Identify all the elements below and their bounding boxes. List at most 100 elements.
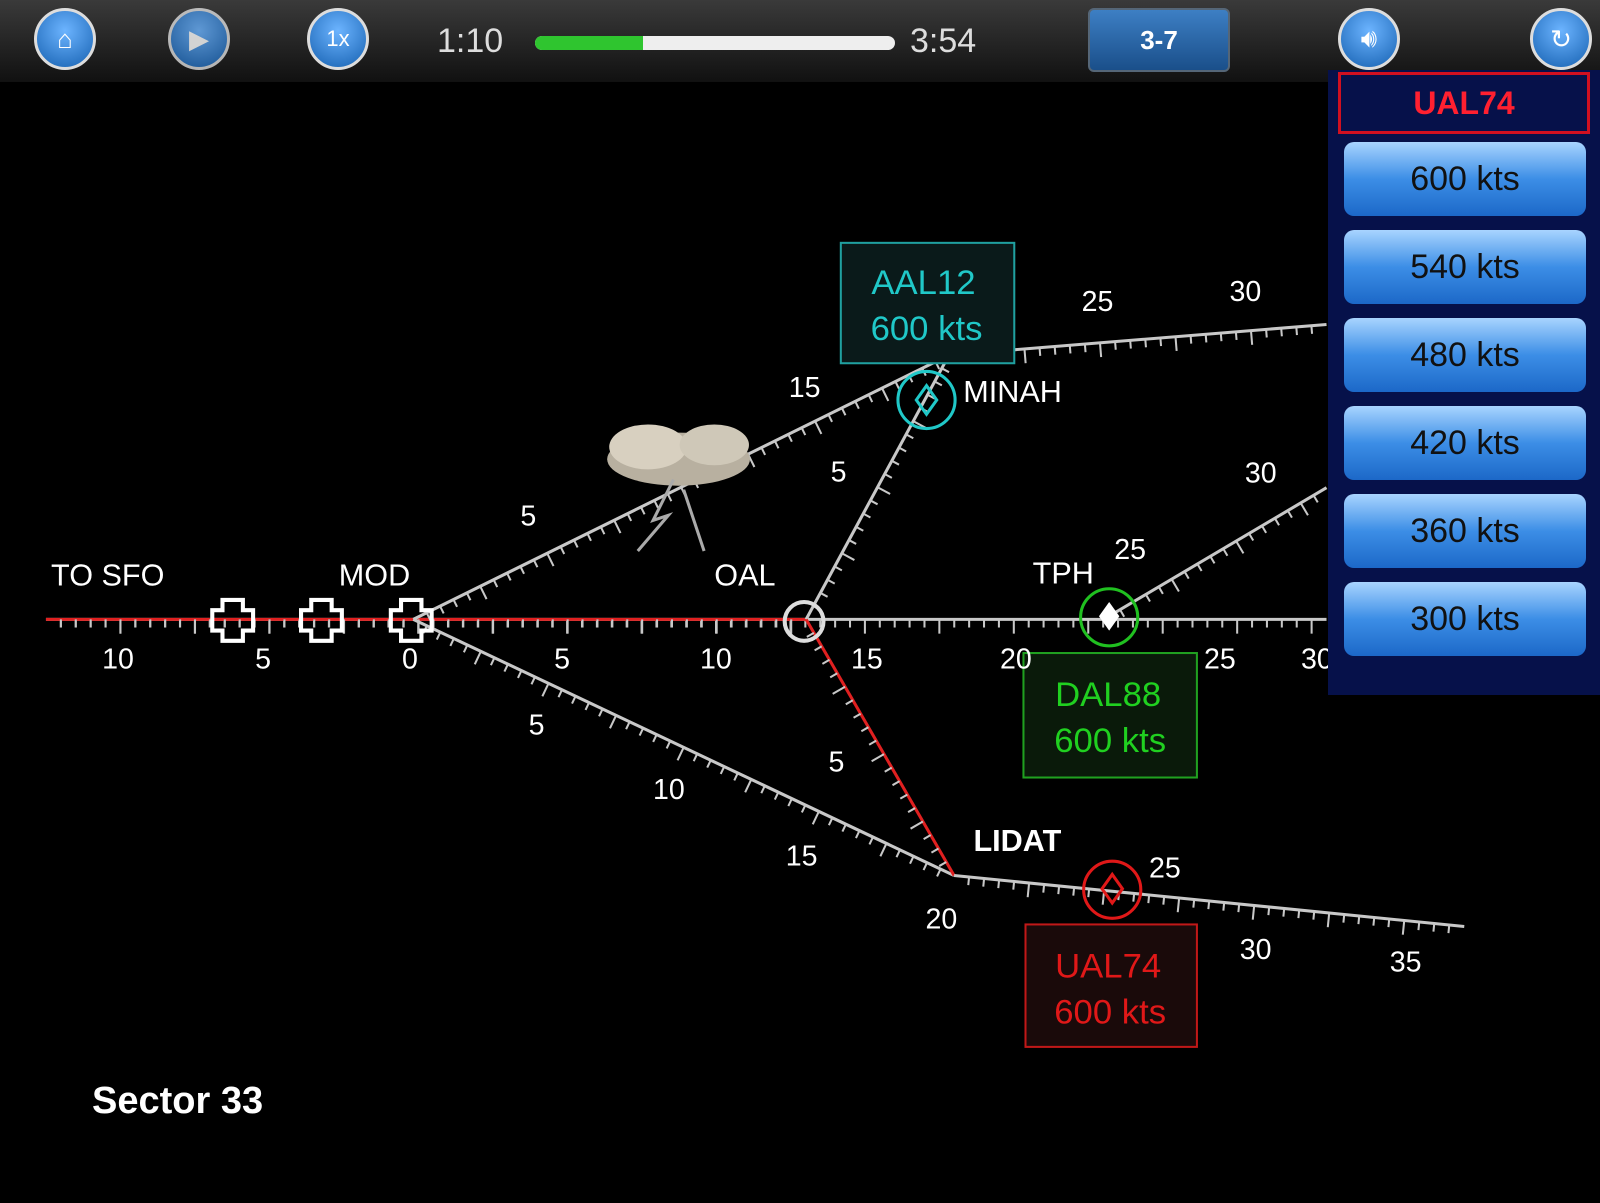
restart-button[interactable]: ↻ [1530,8,1592,70]
tick-mark [1083,343,1087,353]
restart-icon: ↻ [1550,23,1572,54]
tick-mark [827,817,834,826]
tick-mark [1286,510,1293,519]
play-button[interactable]: ▶ [168,8,230,70]
distance-label: 10 [102,643,134,675]
distance-label: 30 [1230,276,1262,308]
tick-mark [506,572,512,581]
waypoint-markers [210,597,826,643]
tick-mark [1144,339,1147,348]
tick-mark [1129,340,1132,349]
callsign: AAL12 [871,264,975,302]
tick-mark [665,740,672,749]
speed-multiplier-button[interactable]: 1x [307,8,369,70]
tick-mark [773,440,780,449]
tick-mark [1312,494,1319,503]
waypoint-minah: MINAH [963,375,1062,409]
tick-mark [1267,906,1271,916]
waypoint-mod: MOD [339,559,410,593]
tick-mark [879,843,888,857]
aircraft-dal88[interactable]: DAL88 600 kts [1022,587,1198,779]
tick-mark [519,566,525,575]
waypoint-tph: TPH [1033,557,1094,591]
tick-mark [1265,329,1268,338]
speed-option-360[interactable]: 360 kts [1344,494,1586,568]
tick-mark [1023,348,1027,364]
tick-mark [1357,915,1361,925]
tick-mark [1147,894,1151,904]
tick-mark [1204,334,1208,343]
distance-label: 15 [786,840,818,872]
tick-mark [1068,345,1072,354]
tick-mark [1401,920,1406,935]
progress-fill [535,36,643,50]
tick-mark [930,847,940,854]
waypoint-oal: OAL [714,559,775,593]
tick-mark [1342,914,1346,923]
tick-mark [733,772,739,781]
aircraft-speed: 600 kts [871,310,983,348]
distance-label: 35 [1390,946,1422,978]
tick-mark [1312,911,1316,920]
callsign: DAL88 [1055,676,1161,714]
tick-mark [1209,555,1216,564]
tick-mark [811,811,820,825]
tick-mark [760,447,767,456]
distance-label: 10 [700,643,732,675]
tick-mark [871,753,885,763]
tick-mark [806,631,815,638]
tick-mark [1326,912,1331,928]
tick-mark [1274,517,1280,526]
tick-mark [997,879,1001,889]
tick-mark [845,699,854,706]
total-time: 3:54 [910,22,977,60]
tick-mark [905,433,914,440]
tick-mark [814,645,823,652]
waypoint-icon [388,597,434,643]
tick-mark [586,533,592,542]
tick-mark [652,734,658,743]
tick-mark [719,766,726,775]
aircraft-ual74[interactable]: UAL74 600 kts [1024,859,1198,1048]
distance-label: 10 [653,774,685,806]
routes [45,322,1465,935]
tick-mark [1087,888,1091,898]
speed-option-600[interactable]: 600 kts [1344,142,1586,216]
map-labels: TO SFO MOD OAL MINAH TPH LIDAT [51,375,1094,858]
speed-option-300[interactable]: 300 kts [1344,582,1586,656]
tick-mark [462,644,469,653]
tick-mark [814,420,823,435]
tick-mark [1222,902,1226,911]
tick-mark [1447,924,1451,934]
level-button[interactable]: 3-7 [1088,8,1230,72]
tick-mark [1098,342,1103,358]
tick-mark [449,638,455,647]
tick-mark [832,685,846,695]
tick-mark [1042,884,1046,893]
tick-mark [557,689,563,698]
time-progress-bar [535,36,895,50]
distance-label: 25 [1114,534,1146,566]
speed-option-480[interactable]: 480 kts [1344,318,1586,392]
tick-mark [1132,893,1136,902]
speed-option-420[interactable]: 420 kts [1344,406,1586,480]
tick-mark [938,861,947,867]
tick-mark [827,414,833,423]
tick-mark [909,855,915,865]
oal-marker [782,599,826,643]
tick-mark [1144,593,1151,602]
tick-mark [613,519,622,534]
speed-option-540[interactable]: 540 kts [1344,230,1586,304]
tick-mark [530,676,536,685]
aircraft-aal12[interactable]: AAL12 600 kts [839,241,1016,431]
tick-mark [1192,899,1196,908]
home-button[interactable]: ⌂ [34,8,96,70]
sound-button[interactable]: 🔊︎ [1338,8,1400,70]
tick-mark [473,650,482,665]
tick-mark [773,791,780,801]
tick-mark [1310,325,1314,334]
tick-mark [625,721,631,730]
aircraft-speed: 600 kts [1054,993,1166,1031]
